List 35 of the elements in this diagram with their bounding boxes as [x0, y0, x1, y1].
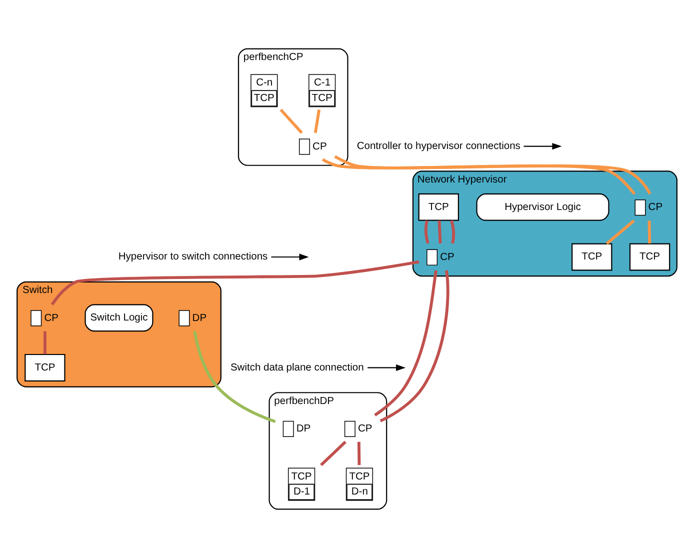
- connector: [50, 260, 420, 306]
- connector: [374, 270, 438, 416]
- connector: [320, 440, 346, 466]
- connector: [438, 220, 442, 244]
- connector: [193, 330, 276, 423]
- connector: [334, 155, 652, 195]
- node-box: Switch Logic: [84, 304, 154, 332]
- node-label: CP: [648, 202, 663, 214]
- connector: [606, 219, 635, 245]
- node-text: Hypervisor to switch connections: [118, 252, 268, 263]
- node-box: Hypervisor Logic: [476, 193, 610, 221]
- node-label: CP: [358, 424, 372, 435]
- connector: [280, 108, 303, 134]
- arrow: [524, 142, 562, 150]
- node-label: CP: [44, 312, 58, 324]
- connector: [380, 270, 450, 422]
- arrow: [368, 364, 406, 372]
- node-box: TCP: [24, 354, 66, 382]
- connector: [450, 220, 455, 244]
- node-box: TCP: [629, 243, 670, 271]
- node-box: TCP: [418, 193, 459, 221]
- connector: [43, 331, 46, 354]
- node-text: Controller to hypervisor connections: [356, 141, 520, 152]
- node-label: CP: [440, 252, 454, 264]
- node-label: DP: [192, 312, 207, 324]
- node-label: CP: [312, 141, 327, 152]
- node-text: Switch data plane connection: [230, 362, 364, 374]
- node-label: DP: [296, 424, 311, 435]
- node-box: TCP: [572, 243, 612, 271]
- connector: [357, 442, 361, 466]
- arrow: [271, 254, 309, 260]
- connector: [648, 220, 652, 244]
- connector: [322, 158, 636, 195]
- connector: [424, 220, 430, 244]
- connector: [314, 109, 321, 134]
